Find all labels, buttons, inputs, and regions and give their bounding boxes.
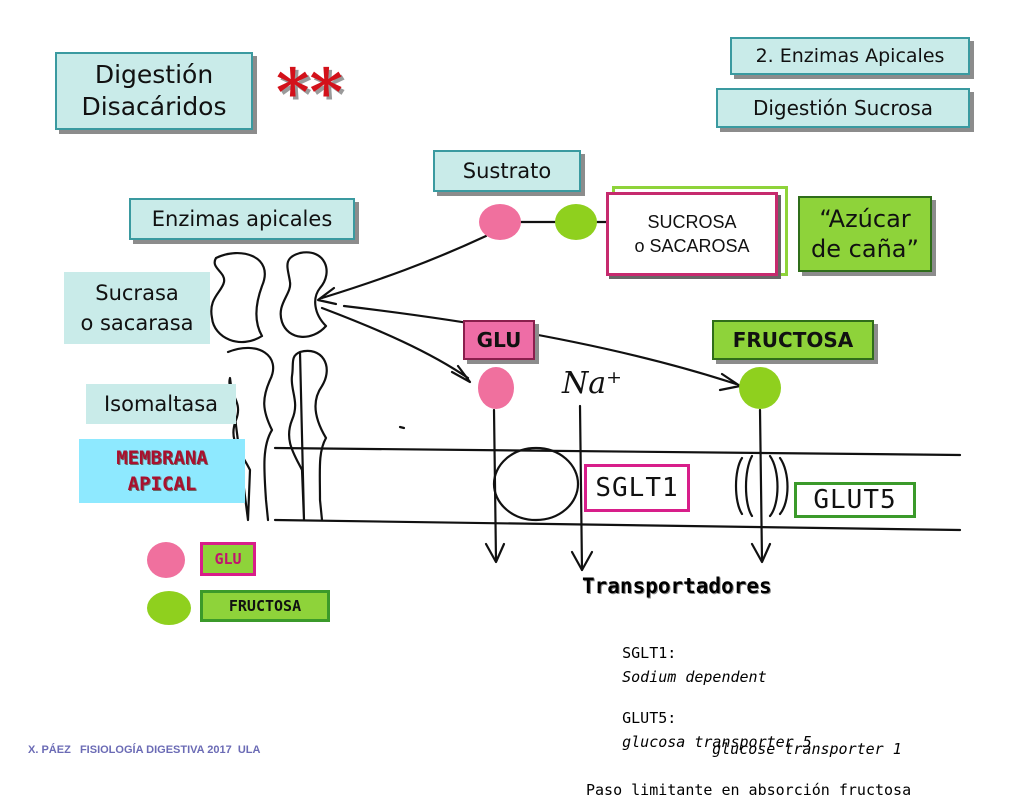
legend-fructose-circle — [147, 591, 191, 625]
sucrase-enzyme-right — [279, 251, 328, 338]
product-glucose-circle — [478, 367, 514, 409]
glut5-note: GLUT5: glucosa transporter 5 Paso limita… — [586, 682, 986, 802]
title-line-2: Disacáridos — [81, 92, 227, 121]
glut5-key: GLUT5: — [622, 709, 677, 727]
arrowhead-na-down — [570, 550, 594, 572]
membrane-top-line — [273, 446, 962, 457]
sglt1-note: SGLT1: Sodium dependent glucose transpor… — [586, 617, 966, 785]
sglt1-desc-2: glucose transporter 1 — [712, 740, 902, 758]
sucrase-enzyme — [210, 251, 266, 344]
title-line-1: Digestión — [94, 60, 214, 89]
glu-label: GLU — [463, 320, 535, 360]
arrowhead-enzyme — [316, 286, 338, 306]
arrow-glu-down — [492, 408, 498, 562]
sglt1-key: SGLT1: — [622, 644, 677, 662]
azucar-label: “Azúcar de caña” — [798, 196, 932, 272]
membrane-dash — [398, 425, 406, 430]
section-label: 2. Enzimas Apicales — [730, 37, 970, 75]
arrow-fructosa-down — [758, 408, 764, 562]
sucrosa-box: SUCROSA o SACAROSA — [606, 192, 778, 276]
substrate-glucose-circle — [479, 204, 521, 240]
legend-fructosa: FRUCTOSA — [200, 590, 330, 622]
fructosa-label: FRUCTOSA — [712, 320, 874, 360]
arrow-substrate-to-enzyme — [320, 234, 488, 300]
isomaltasa-label: Isomaltasa — [86, 384, 236, 424]
substrate-fructose-circle — [555, 204, 597, 240]
enzimas-label: Enzimas apicales — [129, 198, 355, 240]
glut5-label: GLUT5 — [794, 482, 916, 518]
legend-glu: GLU — [200, 542, 256, 576]
sucrasa-label: Sucrasa o sacarasa — [64, 272, 210, 344]
membrane-diagram — [147, 204, 962, 625]
subtitle-label: Digestión Sucrosa — [716, 88, 970, 128]
arrowhead-fructosa-down — [750, 542, 772, 564]
glut5-transporter — [734, 454, 789, 518]
title-box: Digestión Disacáridos — [55, 52, 253, 130]
arrow-na-down — [578, 404, 584, 572]
arrow-to-glu — [320, 306, 470, 380]
stars-mark: ** — [276, 55, 343, 130]
sglt1-desc-1: Sodium dependent — [622, 668, 767, 686]
sglt1-label: SGLT1 — [584, 464, 690, 512]
arrowhead-glu-down — [484, 542, 506, 564]
glut5-desc: glucosa transporter 5 — [622, 733, 812, 751]
legend-glucose-circle — [147, 542, 185, 578]
sustrato-label: Sustrato — [433, 150, 581, 192]
membrana-label: MEMBRANA APICAL — [79, 439, 245, 503]
transportadores-heading: Transportadores — [582, 574, 772, 598]
footer-credit: X. PÁEZ FISIOLOGÍA DIGESTIVA 2017 ULA — [28, 744, 261, 756]
arrow-to-fructosa — [342, 304, 738, 386]
membrane-bottom-line — [273, 518, 962, 532]
sodium-label: Na⁺ — [562, 366, 622, 401]
sglt1-transporter — [492, 446, 580, 522]
glut5-limiting-note: Paso limitante en absorción fructosa — [586, 781, 912, 799]
isomaltase-enzyme-right — [287, 349, 328, 522]
arrowhead-glu — [450, 364, 472, 384]
product-fructose-circle — [739, 367, 781, 409]
